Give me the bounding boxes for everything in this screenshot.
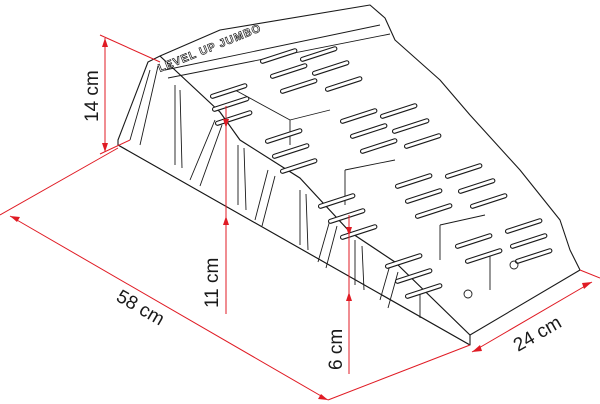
tread-slots xyxy=(209,46,553,299)
height-max-label: 14 cm xyxy=(82,70,103,122)
dimension-height-mid: 11 cm xyxy=(202,106,229,314)
ramp-side-face xyxy=(117,55,471,346)
width-label: 24 cm xyxy=(510,312,565,356)
dimension-height-low: 6 cm xyxy=(326,215,352,374)
height-low-label: 6 cm xyxy=(326,329,347,370)
height-mid-label: 11 cm xyxy=(202,258,223,308)
length-label: 58 cm xyxy=(113,286,168,330)
dimension-height-max: 14 cm xyxy=(82,34,161,155)
